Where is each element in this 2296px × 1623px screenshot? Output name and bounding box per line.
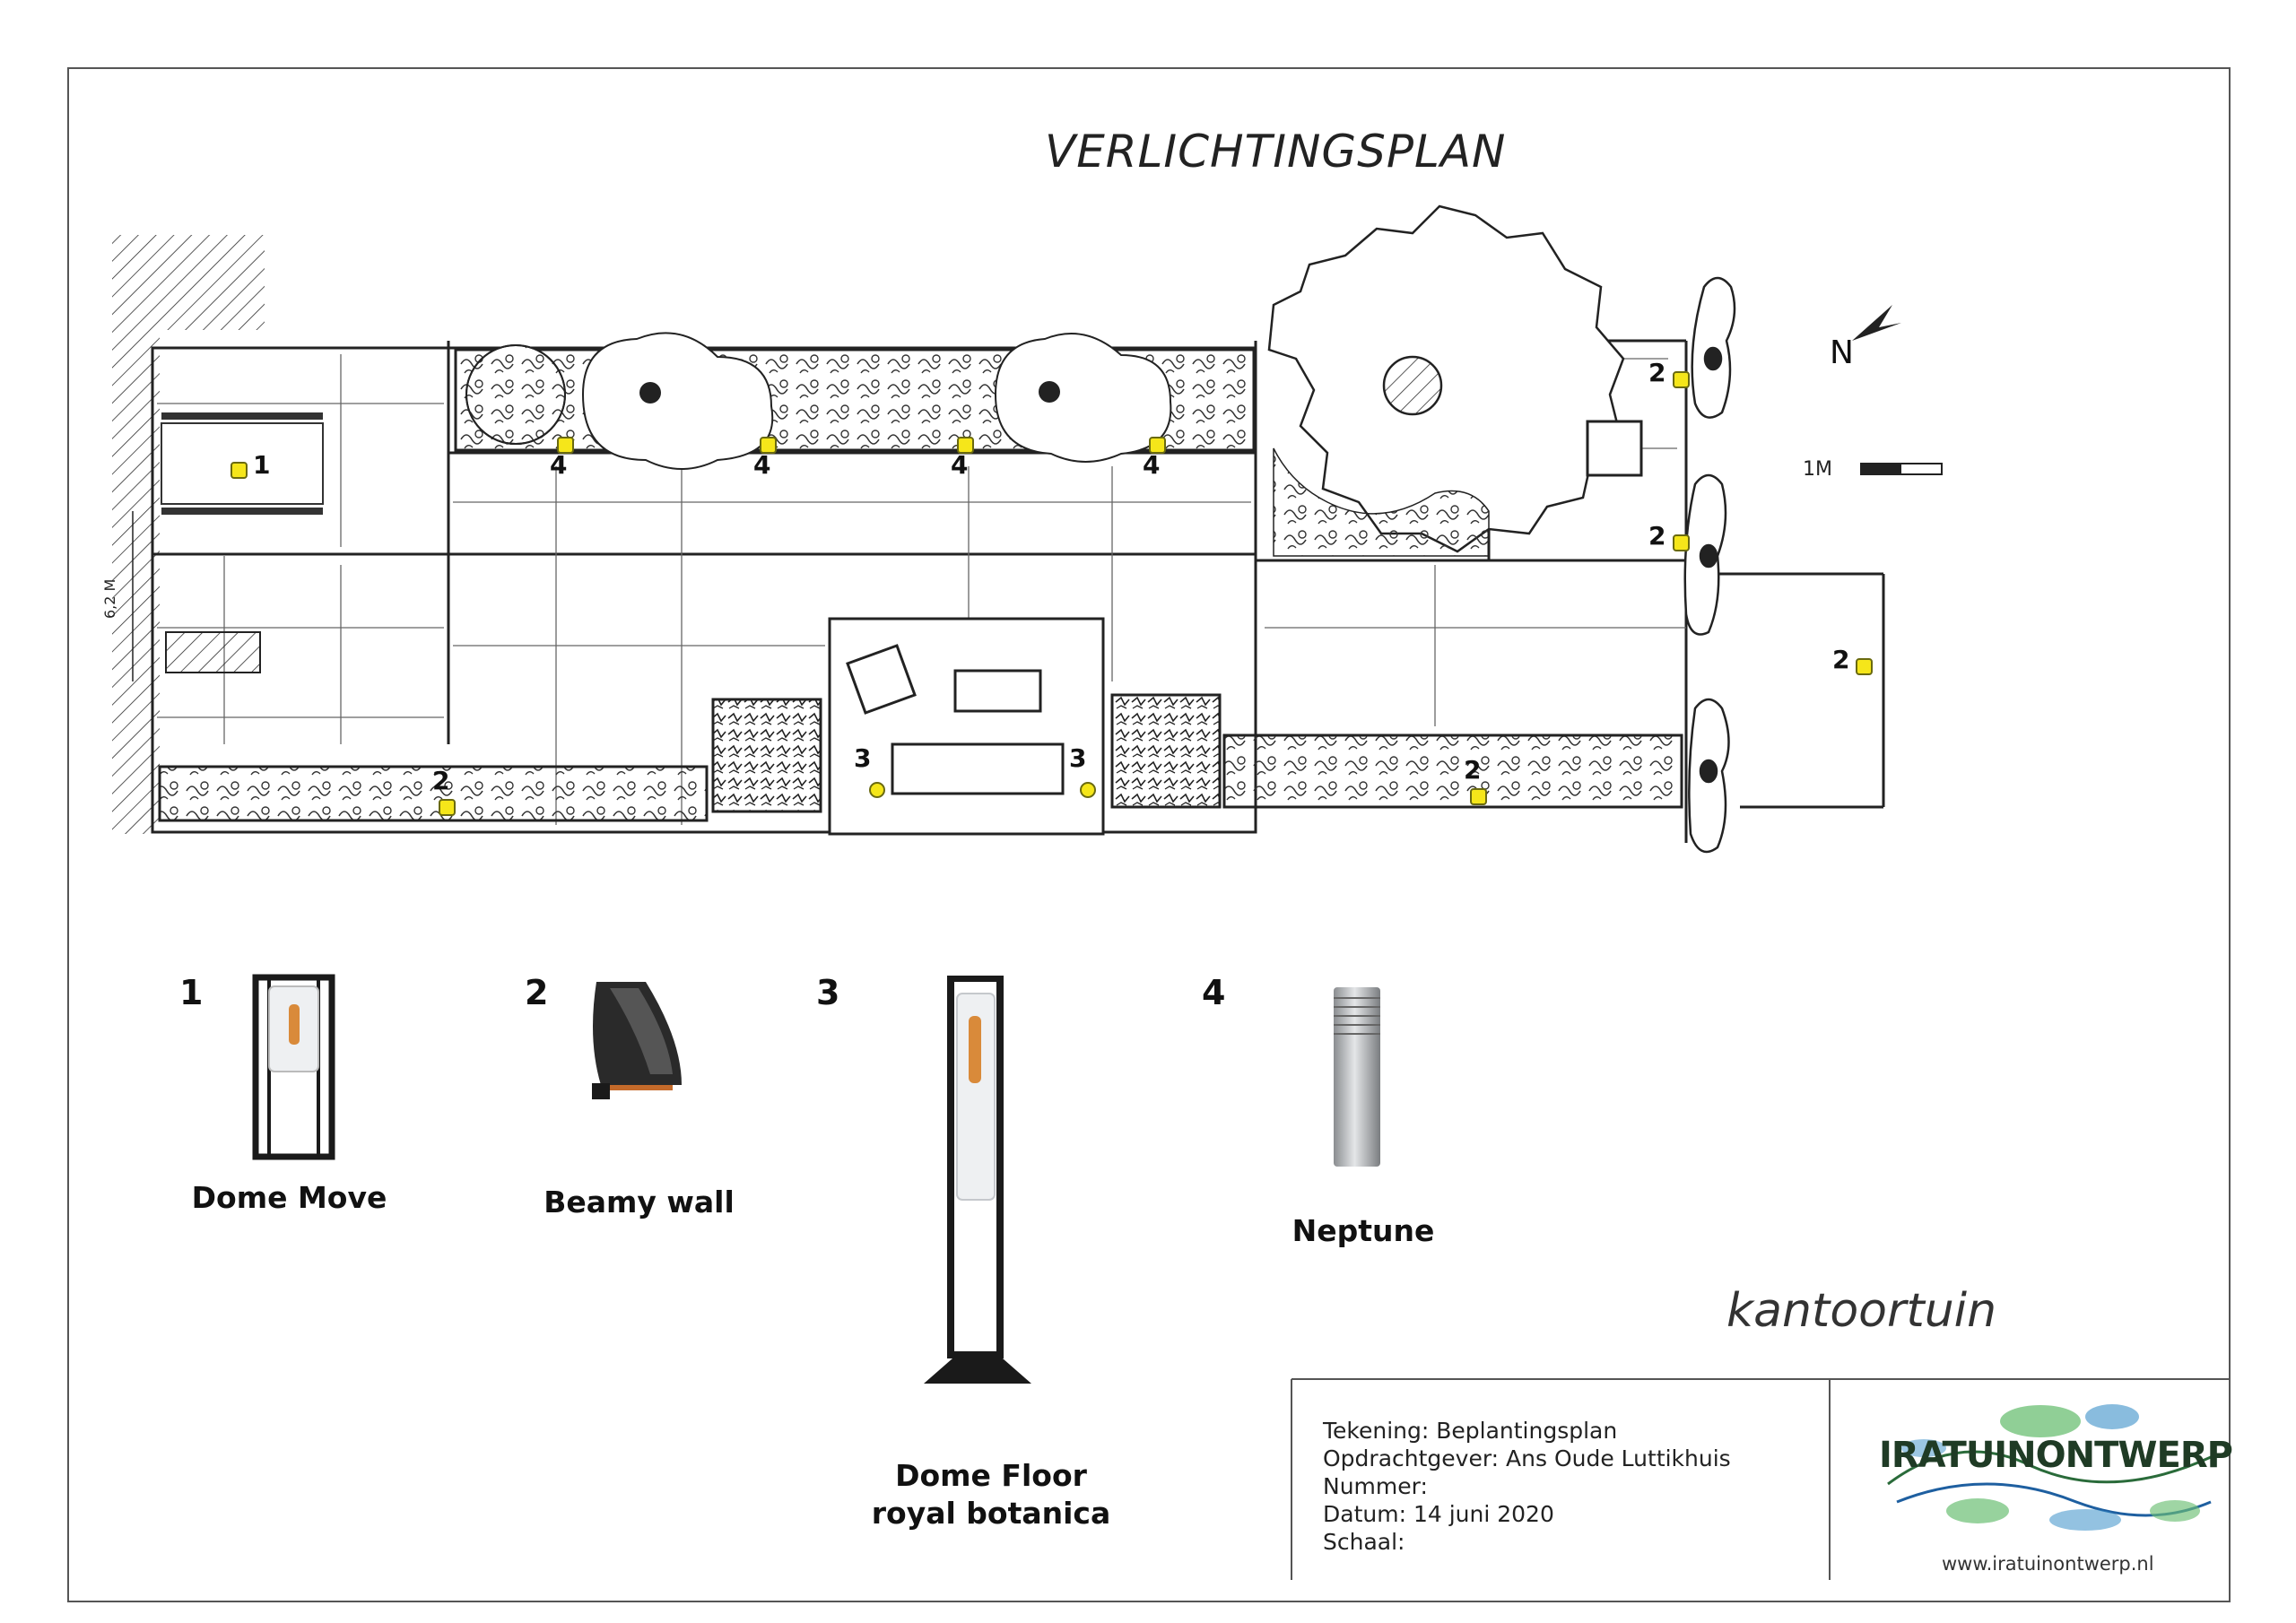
fixture-3-name: Dome Floor royal botanica (839, 1457, 1144, 1532)
light-marker-2c (1856, 658, 1873, 675)
neptune-bollard-icon (1334, 987, 1380, 1167)
light-marker-label-3b: 3 (1069, 743, 1086, 773)
light-marker-3a (869, 782, 885, 798)
light-marker-label-2b: 2 (1648, 521, 1665, 551)
light-marker-label-2a: 2 (1648, 358, 1665, 387)
tb-datum: Datum: 14 juni 2020 (1323, 1501, 1554, 1527)
dome-floor-lamp-icon (924, 976, 1031, 1384)
light-marker-label-1: 1 (253, 450, 270, 480)
logo-graphic (1887, 1404, 2212, 1531)
bottom-planting-beds (158, 733, 1683, 822)
scale-bar-label: 1M (1803, 458, 1832, 481)
dome-move-lamp-icon (252, 974, 335, 1160)
light-marker-2e (1470, 788, 1487, 805)
light-marker-label-3a: 3 (854, 743, 871, 773)
right-trees (1586, 276, 1736, 854)
light-marker-label-4c: 4 (951, 450, 968, 480)
fixture-3-number: 3 (816, 973, 840, 1012)
seating-area (711, 617, 1222, 836)
fixture-4-number: 4 (1202, 973, 1226, 1012)
drawing-frame (67, 67, 2231, 1602)
project-name: kantoortuin (1726, 1284, 1997, 1338)
fixture-2-number: 2 (525, 973, 549, 1012)
titleblock-text: Tekening: Beplantingsplan Opdrachtgever:… (1323, 1417, 1731, 1556)
light-marker-3b (1080, 782, 1096, 798)
light-marker-2b (1673, 534, 1690, 551)
large-tree (1267, 204, 1625, 557)
dimension-line: 6,2 M (101, 511, 134, 681)
light-markers: 1 2 2 2 2 2 3 3 4 4 4 4 (230, 358, 1873, 816)
logo-text: IRATUINONTWERP (1879, 1435, 2233, 1476)
beamy-wall-lamp-icon (592, 982, 682, 1099)
light-marker-4b (760, 437, 777, 454)
fixture-3-name-line1: Dome Floor (895, 1458, 1087, 1493)
paving-grid (157, 354, 1686, 825)
light-marker-label-4d: 4 (1143, 450, 1160, 480)
left-table (161, 412, 324, 673)
fixture-1-number: 1 (179, 973, 204, 1012)
tb-schaal: Schaal: (1323, 1529, 1405, 1555)
light-marker-label-2e: 2 (1464, 755, 1481, 785)
light-marker-4a (557, 437, 574, 454)
light-marker-label-2c: 2 (1832, 645, 1849, 674)
fixture-1-name: Dome Move (191, 1180, 387, 1215)
scale-bar: 1M (1803, 458, 1943, 481)
tb-nummer: Nummer: (1323, 1473, 1428, 1499)
fixture-4-name: Neptune (1292, 1213, 1435, 1248)
light-marker-label-2d: 2 (432, 766, 449, 795)
light-marker-label-4a: 4 (550, 450, 567, 480)
light-marker-1 (230, 462, 248, 479)
building-wall-hatch (112, 235, 265, 834)
tb-opdrachtgever: Opdrachtgever: Ans Oude Luttikhuis (1323, 1445, 1731, 1471)
light-marker-2a (1673, 371, 1690, 388)
light-marker-4d (1149, 437, 1166, 454)
tb-tekening: Tekening: Beplantingsplan (1323, 1418, 1618, 1444)
light-marker-2d (439, 799, 456, 816)
light-marker-4c (957, 437, 974, 454)
light-marker-label-4b: 4 (753, 450, 770, 480)
svg-text:6,2 M: 6,2 M (101, 579, 118, 619)
north-arrow (1852, 305, 1901, 341)
fixture-3-name-line2: royal botanica (871, 1496, 1111, 1531)
north-label: N (1830, 334, 1854, 371)
website-link[interactable]: www.iratuinontwerp.nl (1942, 1553, 2154, 1575)
top-planting-bed (454, 332, 1256, 470)
plan-title: VERLICHTINGSPLAN (1045, 126, 1507, 178)
fixture-2-name: Beamy wall (544, 1185, 735, 1219)
